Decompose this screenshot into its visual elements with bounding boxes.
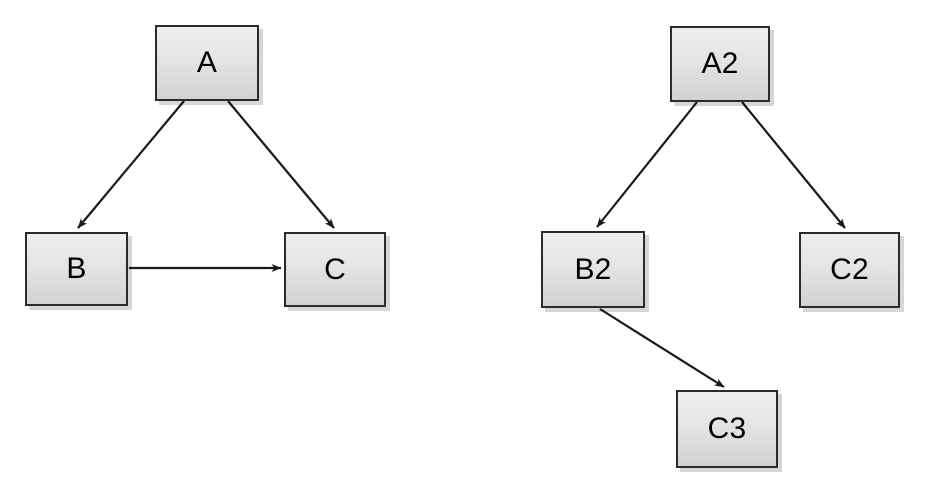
node-c[interactable]: C: [284, 232, 386, 307]
node-a2[interactable]: A2: [670, 26, 770, 102]
edge-b2-to-c3: [599, 308, 725, 388]
node-b2[interactable]: B2: [541, 231, 645, 308]
node-label: C: [324, 252, 346, 286]
node-label: C2: [830, 253, 869, 286]
node-label: C3: [707, 412, 747, 445]
node-c3[interactable]: C3: [676, 390, 778, 468]
edge-a-to-b: [77, 100, 185, 229]
node-a[interactable]: A: [155, 25, 259, 101]
node-label: B2: [574, 252, 612, 286]
node-c2[interactable]: C2: [799, 232, 900, 308]
edge-a2-to-c2: [741, 101, 846, 229]
node-label: B: [66, 252, 87, 285]
node-label: A2: [701, 47, 739, 80]
edge-a-to-c: [227, 100, 335, 229]
node-label: A: [196, 46, 218, 79]
edge-a2-to-b2: [596, 101, 698, 228]
node-b[interactable]: B: [25, 232, 128, 306]
